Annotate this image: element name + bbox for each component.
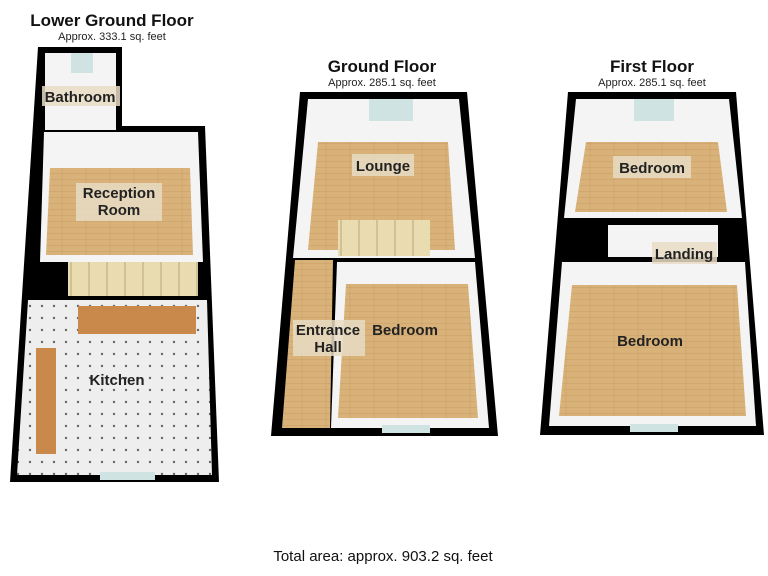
room-label-bedroom: Bedroom <box>372 322 438 339</box>
floor-area: Approx. 285.1 sq. feet <box>328 77 436 89</box>
lower-ground-floor: Lower Ground Floor Approx. 333.1 sq. fee… <box>10 11 219 482</box>
total-area: Total area: approx. 903.2 sq. feet <box>273 548 493 565</box>
bedroom-bottom-floor <box>559 285 746 416</box>
room-label-landing: Landing <box>655 246 713 263</box>
window <box>630 424 678 432</box>
kitchen <box>17 300 212 475</box>
worktop <box>78 306 196 334</box>
stairs <box>68 262 198 296</box>
room-label-reception: Reception <box>83 185 156 202</box>
floor-title: Ground Floor <box>328 57 437 76</box>
worktop-side <box>36 348 56 454</box>
room-label-reception-2: Room <box>98 202 141 219</box>
window <box>369 99 413 121</box>
floor-title: Lower Ground Floor <box>30 11 194 30</box>
room-label-bedroom-bottom: Bedroom <box>617 333 683 350</box>
room-label-bathroom: Bathroom <box>45 89 116 106</box>
room-label-bedroom-top: Bedroom <box>619 160 685 177</box>
floor-area: Approx. 285.1 sq. feet <box>598 77 706 89</box>
first-floor: First Floor Approx. 285.1 sq. feet Bedro… <box>540 57 764 435</box>
room-label-hall: Hall <box>314 339 342 356</box>
floor-title: First Floor <box>610 57 694 76</box>
window <box>100 472 155 480</box>
bedroom-floor <box>338 284 478 418</box>
window <box>382 425 430 433</box>
window <box>71 53 93 73</box>
room-label-entrance: Entrance <box>296 322 360 339</box>
window <box>634 99 674 121</box>
room-label-lounge: Lounge <box>356 158 410 175</box>
ground-floor: Ground Floor Approx. 285.1 sq. feet Loun… <box>271 57 498 436</box>
stairs <box>338 220 430 256</box>
room-label-kitchen: Kitchen <box>89 372 144 389</box>
floor-area: Approx. 333.1 sq. feet <box>58 31 166 43</box>
